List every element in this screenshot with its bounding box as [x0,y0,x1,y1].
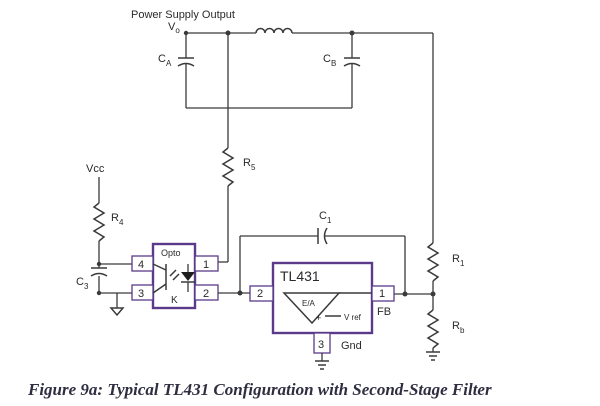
tl431-schematic: Power Supply Output Vo CA CB R5 [76,9,465,370]
r1-label: R1 [452,253,465,268]
opto-pin-4-number: 4 [138,259,144,271]
tl431-label: TL431 [280,268,320,284]
tl431-ground [315,353,329,370]
r5-label: R5 [243,157,256,172]
ca-label: CA [158,53,172,68]
opto-pin-3-number: 3 [138,288,144,300]
tl431-pin-2 [249,285,274,302]
vo-label: Vo [168,21,180,35]
filter-loop [185,33,353,109]
opto-pin-4 [131,255,154,272]
tl431-pin-1-number: 1 [379,288,385,300]
c1-label: C1 [319,210,332,225]
opto-label: Opto [161,248,181,258]
opto-k-label: K [171,295,178,306]
compensation-network [218,227,433,297]
opto-pin-1 [194,255,219,272]
vref-label: V ref [344,313,362,322]
tl431-pin-3-number: 3 [318,339,324,351]
capacitor-ca [177,57,195,67]
plus-sign: + [316,313,321,323]
tl431-ic [249,261,395,354]
r4-label: R4 [111,212,124,227]
power-supply-output-label: Power Supply Output [131,9,235,21]
ea-label: E/A [302,299,316,308]
output-rail [183,30,433,36]
rb-label: Rb [452,320,465,335]
cb-label: CB [323,53,336,68]
optocoupler [131,242,219,310]
c3-label: C3 [76,276,89,291]
vcc-branch [90,177,132,317]
figure-caption: Figure 9a: Typical TL431 Configuration w… [28,380,492,399]
vcc-label: Vcc [86,163,105,175]
tl431-pin-2-number: 2 [257,288,263,300]
inductor [255,27,293,34]
feedback-divider [426,33,440,361]
fb-label: FB [377,306,391,318]
gnd-label: Gnd [341,340,362,352]
opto-pin-1-number: 1 [203,259,209,271]
capacitor-cb [343,57,361,67]
opto-pin-2-number: 2 [203,288,209,300]
r5-branch [218,33,235,263]
